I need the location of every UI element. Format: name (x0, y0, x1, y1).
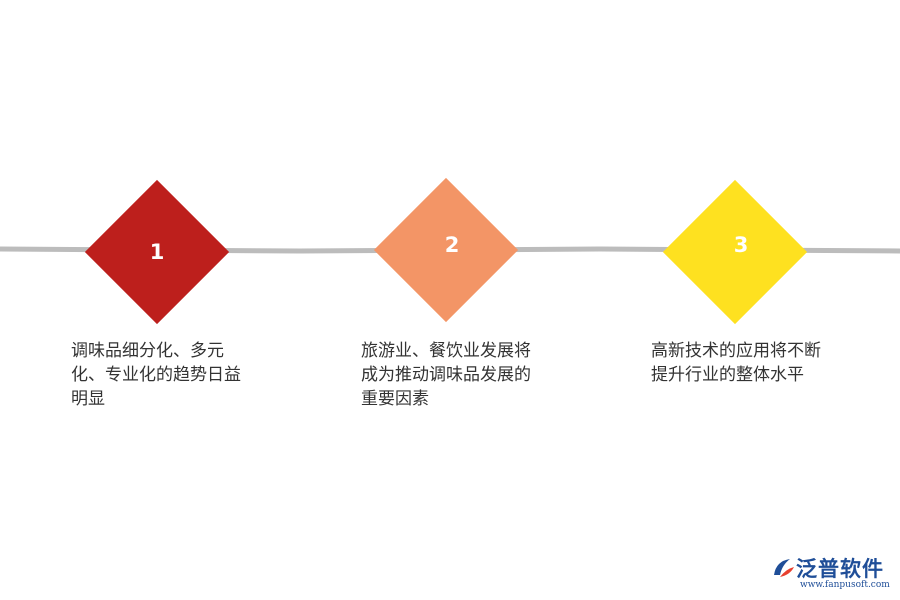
step-3-number: 3 (733, 233, 749, 257)
step-3-text: 高新技术的应用将不断提升行业的整体水平 (651, 341, 821, 385)
logo-url: www.fanpusoft.com (800, 580, 890, 590)
fanpu-logo: 泛普软件 www.fanpusoft.com (770, 553, 895, 597)
step-2-number: 2 (444, 233, 460, 257)
logo-name: 泛普软件 (796, 557, 884, 581)
fanpu-logo-icon (774, 559, 794, 577)
step-2-text: 旅游业、餐饮业发展将成为推动调味品发展的重要因素 (361, 341, 531, 409)
step-1-number: 1 (149, 240, 165, 264)
step-1-text: 调味品细分化、多元化、专业化的趋势日益明显 (71, 341, 241, 409)
